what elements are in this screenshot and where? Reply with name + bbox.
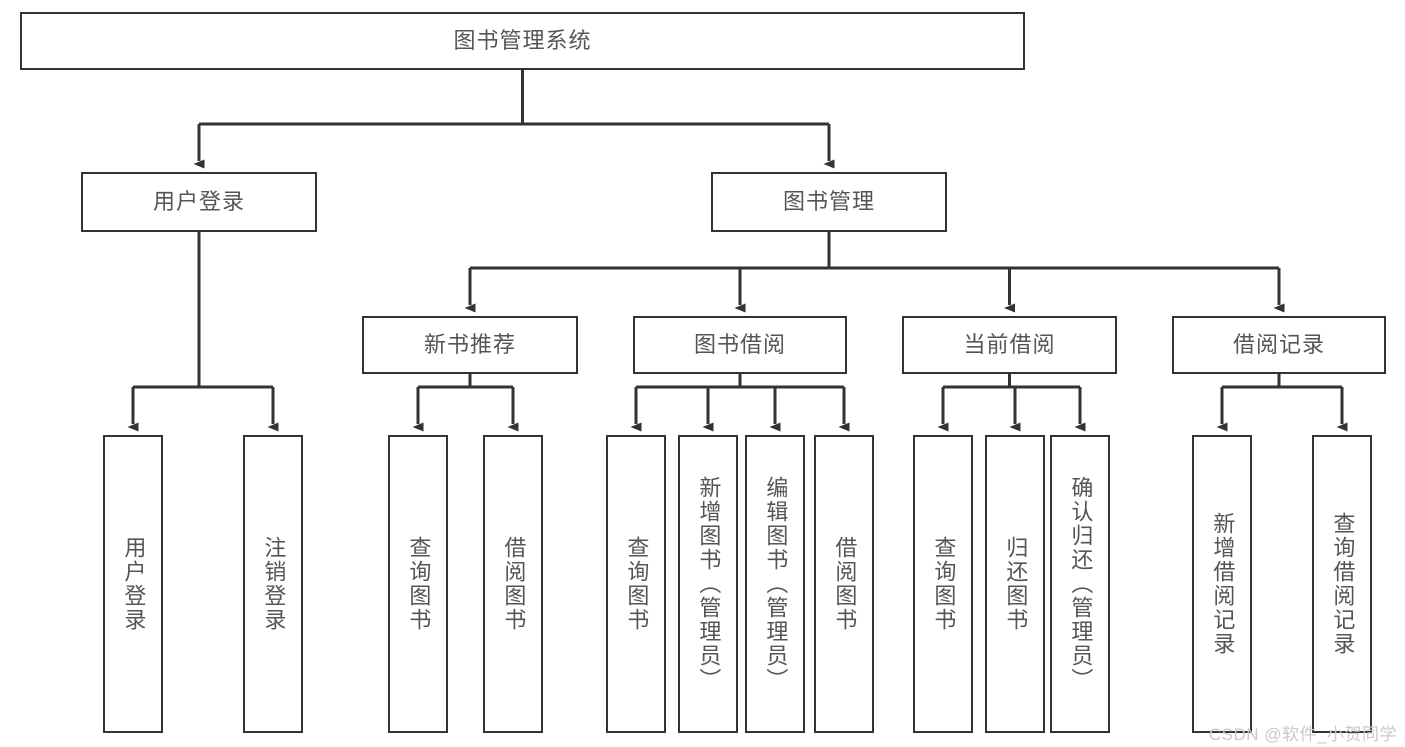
node-leaf-bo-borrow[interactable]: 借阅图书 xyxy=(814,435,874,733)
node-leaf-nb-query[interactable]: 查询图书 xyxy=(388,435,448,733)
node-newbook[interactable]: 新书推荐 xyxy=(362,316,578,374)
node-leaf-user-logout[interactable]: 注销登录 xyxy=(243,435,303,733)
node-label: 确认归还（管理员） xyxy=(1068,476,1094,692)
node-login[interactable]: 用户登录 xyxy=(81,172,317,232)
node-label: 用户登录 xyxy=(121,536,147,632)
node-leaf-cu-return[interactable]: 归还图书 xyxy=(985,435,1045,733)
node-records[interactable]: 借阅记录 xyxy=(1172,316,1386,374)
node-leaf-bo-query[interactable]: 查询图书 xyxy=(606,435,666,733)
node-label: 借阅记录 xyxy=(1232,332,1325,358)
node-label: 图书管理系统 xyxy=(453,28,592,54)
node-leaf-cu-confirm[interactable]: 确认归还（管理员） xyxy=(1050,435,1110,733)
node-leaf-bo-edit[interactable]: 编辑图书（管理员） xyxy=(745,435,805,733)
node-label: 查询图书 xyxy=(931,536,957,632)
node-bookmgmt[interactable]: 图书管理 xyxy=(711,172,947,232)
node-label: 新增图书（管理员） xyxy=(696,476,722,692)
node-label: 图书借阅 xyxy=(693,332,786,358)
node-label: 新增借阅记录 xyxy=(1210,512,1236,656)
node-leaf-cu-query[interactable]: 查询图书 xyxy=(913,435,973,733)
csdn-watermark: CSDN @软件_小贺同学 xyxy=(1208,725,1397,744)
node-borrow[interactable]: 图书借阅 xyxy=(633,316,847,374)
node-label: 借阅图书 xyxy=(501,536,527,632)
node-leaf-bo-add[interactable]: 新增图书（管理员） xyxy=(678,435,738,733)
node-label: 图书管理 xyxy=(782,189,875,215)
node-root[interactable]: 图书管理系统 xyxy=(20,12,1025,70)
node-label: 查询图书 xyxy=(406,536,432,632)
node-label: 当前借阅 xyxy=(963,332,1056,358)
node-current[interactable]: 当前借阅 xyxy=(902,316,1117,374)
node-label: 编辑图书（管理员） xyxy=(763,476,789,692)
node-label: 查询借阅记录 xyxy=(1330,512,1356,656)
node-leaf-user-login[interactable]: 用户登录 xyxy=(103,435,163,733)
node-label: 查询图书 xyxy=(624,536,650,632)
node-leaf-nb-borrow[interactable]: 借阅图书 xyxy=(483,435,543,733)
node-label: 借阅图书 xyxy=(832,536,858,632)
node-leaf-re-add[interactable]: 新增借阅记录 xyxy=(1192,435,1252,733)
node-label: 新书推荐 xyxy=(423,332,516,358)
node-label: 用户登录 xyxy=(152,189,245,215)
node-label: 归还图书 xyxy=(1003,536,1029,632)
node-label: 注销登录 xyxy=(261,536,287,632)
node-leaf-re-query[interactable]: 查询借阅记录 xyxy=(1312,435,1372,733)
